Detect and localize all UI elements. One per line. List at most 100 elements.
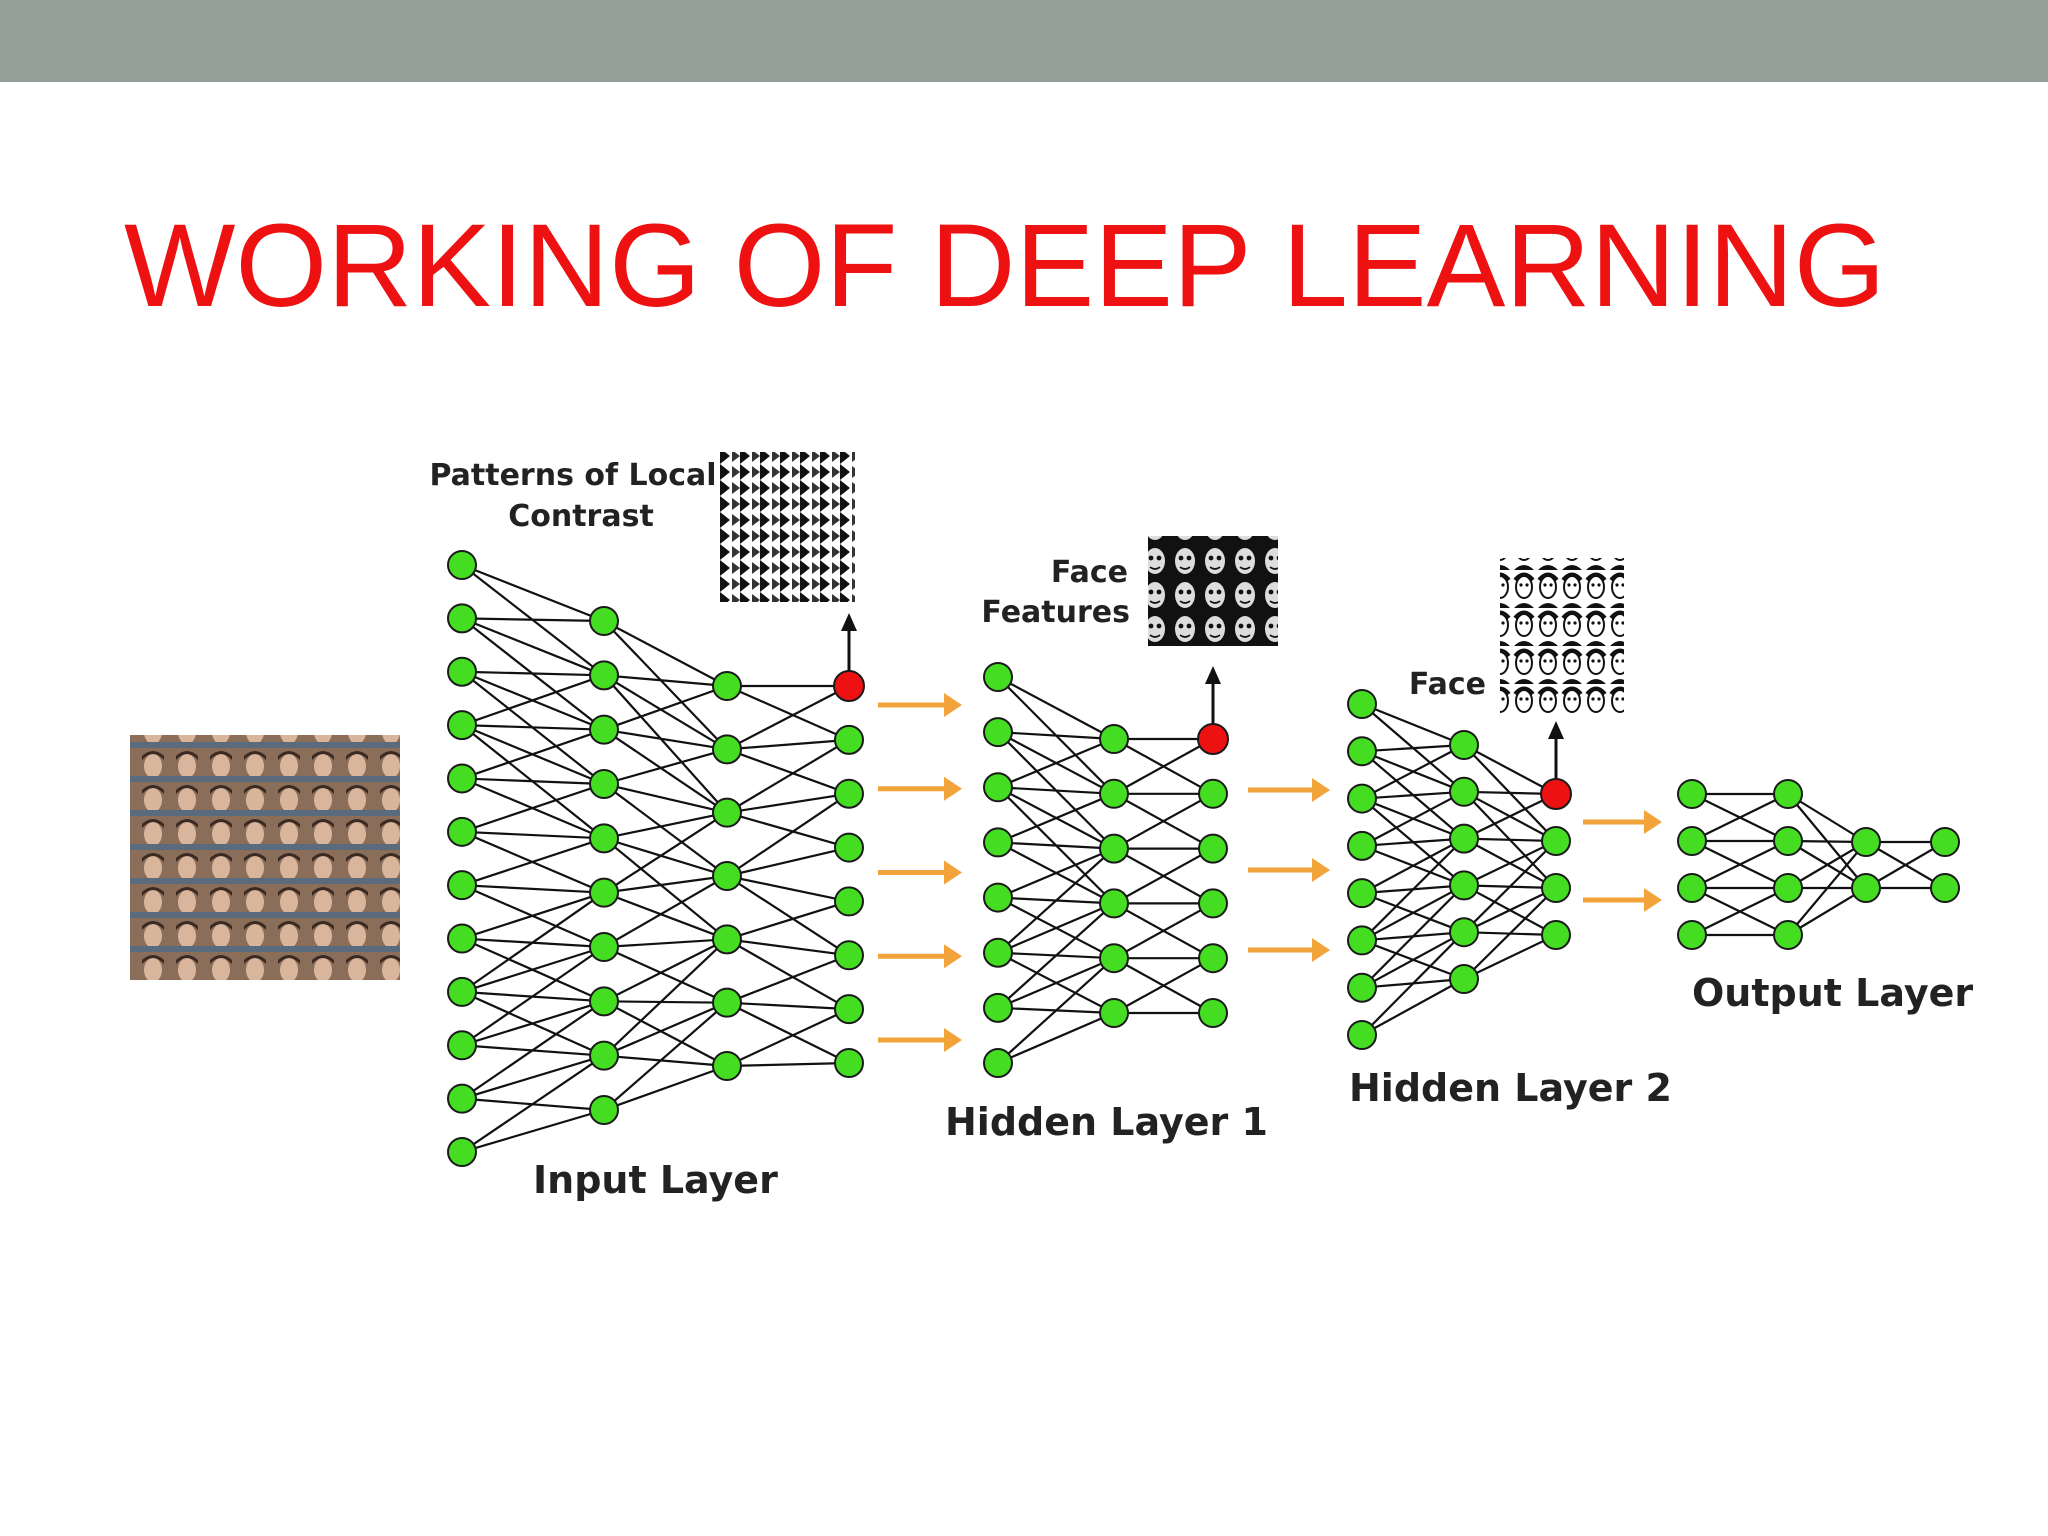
face-features-label: Face [1051, 555, 1128, 590]
face-label: Face [1409, 667, 1486, 702]
faces-image [1500, 558, 1624, 716]
connection-line [461, 830, 605, 840]
connection-line [1361, 978, 1465, 1036]
neuron-node [834, 778, 864, 809]
neuron-node [1930, 827, 1960, 857]
neuron-node [834, 994, 864, 1025]
neuron-node [834, 1048, 864, 1078]
connection-line [603, 938, 728, 949]
up-arrow-head [841, 613, 857, 631]
local-contrast-label: Patterns of Local [429, 458, 716, 493]
connection-line [997, 786, 1115, 795]
neuron-node [834, 940, 864, 971]
flow-arrows [878, 693, 1662, 1052]
connection-line [603, 938, 728, 1003]
neuron-node [1541, 826, 1571, 856]
connection-line [461, 945, 605, 993]
feature-up-arrows [841, 613, 1564, 779]
connection-line [1113, 847, 1214, 905]
connection-line [726, 874, 850, 903]
connection-line [1787, 793, 1867, 843]
neuron-node [1449, 823, 1479, 854]
connection-line [603, 1064, 728, 1112]
neuron-node [1930, 873, 1960, 903]
neuron-node [1099, 833, 1129, 864]
up-arrow-head [1548, 721, 1564, 739]
local-contrast-label: Contrast [508, 499, 654, 534]
neuron-node [1851, 873, 1881, 903]
connection-line [461, 777, 605, 786]
connection-line [1463, 840, 1557, 933]
connection-line [603, 891, 728, 941]
connection-line [1361, 837, 1465, 942]
connection-line [1361, 790, 1465, 800]
flow-arrow-head [944, 860, 962, 885]
neuron-node [1099, 778, 1129, 809]
connection-line [1113, 902, 1214, 960]
neuron-node [589, 769, 619, 799]
flow-arrow-head [1644, 888, 1662, 912]
connection-line [1113, 792, 1214, 850]
neuron-node [589, 1040, 619, 1071]
neuron-node [1449, 776, 1479, 807]
neuron-node [1773, 826, 1803, 856]
connection-line [603, 811, 728, 894]
connection-line [1865, 841, 1946, 889]
neuron-node [834, 832, 864, 863]
neuron-node [1198, 943, 1228, 974]
connection-line [1361, 931, 1465, 989]
neuron-node [1099, 943, 1129, 974]
network-nodes [447, 550, 1960, 1167]
connection-line [997, 902, 1115, 954]
connection-line [603, 728, 728, 814]
neuron-node [1347, 830, 1377, 861]
neuron-node [1449, 730, 1479, 760]
neuron-node [834, 886, 864, 917]
connection-line [603, 620, 728, 687]
header-bar [0, 0, 2048, 82]
connection-line [603, 684, 728, 731]
neuron-node [1773, 920, 1803, 950]
neuron-node [1541, 873, 1571, 903]
connection-line [461, 617, 605, 677]
input-face-collage [130, 735, 400, 980]
connection-line [1787, 887, 1867, 936]
connection-line [461, 1108, 605, 1154]
connection-line [997, 957, 1115, 1064]
neuron-node [983, 882, 1013, 913]
highlight-node [1540, 778, 1572, 810]
neuron-node [1541, 920, 1571, 950]
connection-line [461, 891, 605, 993]
connection-line [1691, 840, 1789, 889]
neuron-node [983, 1048, 1013, 1078]
neuron-node [447, 763, 477, 794]
connection-line [726, 1001, 850, 1011]
neuron-node [1449, 870, 1479, 901]
connection-line [603, 938, 728, 1057]
neuron-node [1677, 779, 1707, 809]
connection-line [461, 670, 605, 677]
neuron-node [834, 724, 864, 755]
connection-line [603, 1054, 728, 1068]
neuron-node [589, 660, 619, 691]
connection-line [997, 1011, 1115, 1065]
neuron-node [447, 603, 477, 634]
neuron-node [1099, 998, 1129, 1028]
connection-line [1691, 887, 1789, 936]
connection-line [1463, 887, 1557, 934]
connection-line [997, 957, 1115, 1009]
neuron-node [1677, 920, 1707, 950]
neuron-node [983, 992, 1013, 1023]
neuron-node [712, 734, 742, 765]
neuron-node [589, 1095, 619, 1125]
feature-images [130, 452, 1624, 980]
network-connections [461, 563, 1946, 1154]
connection-line [603, 674, 728, 688]
connection-line [726, 792, 850, 814]
neuron-node [589, 986, 619, 1017]
connection-line [1463, 840, 1557, 887]
connection-line [726, 938, 850, 1011]
neuron-node [1347, 689, 1377, 719]
flow-arrow-head [1644, 810, 1662, 834]
